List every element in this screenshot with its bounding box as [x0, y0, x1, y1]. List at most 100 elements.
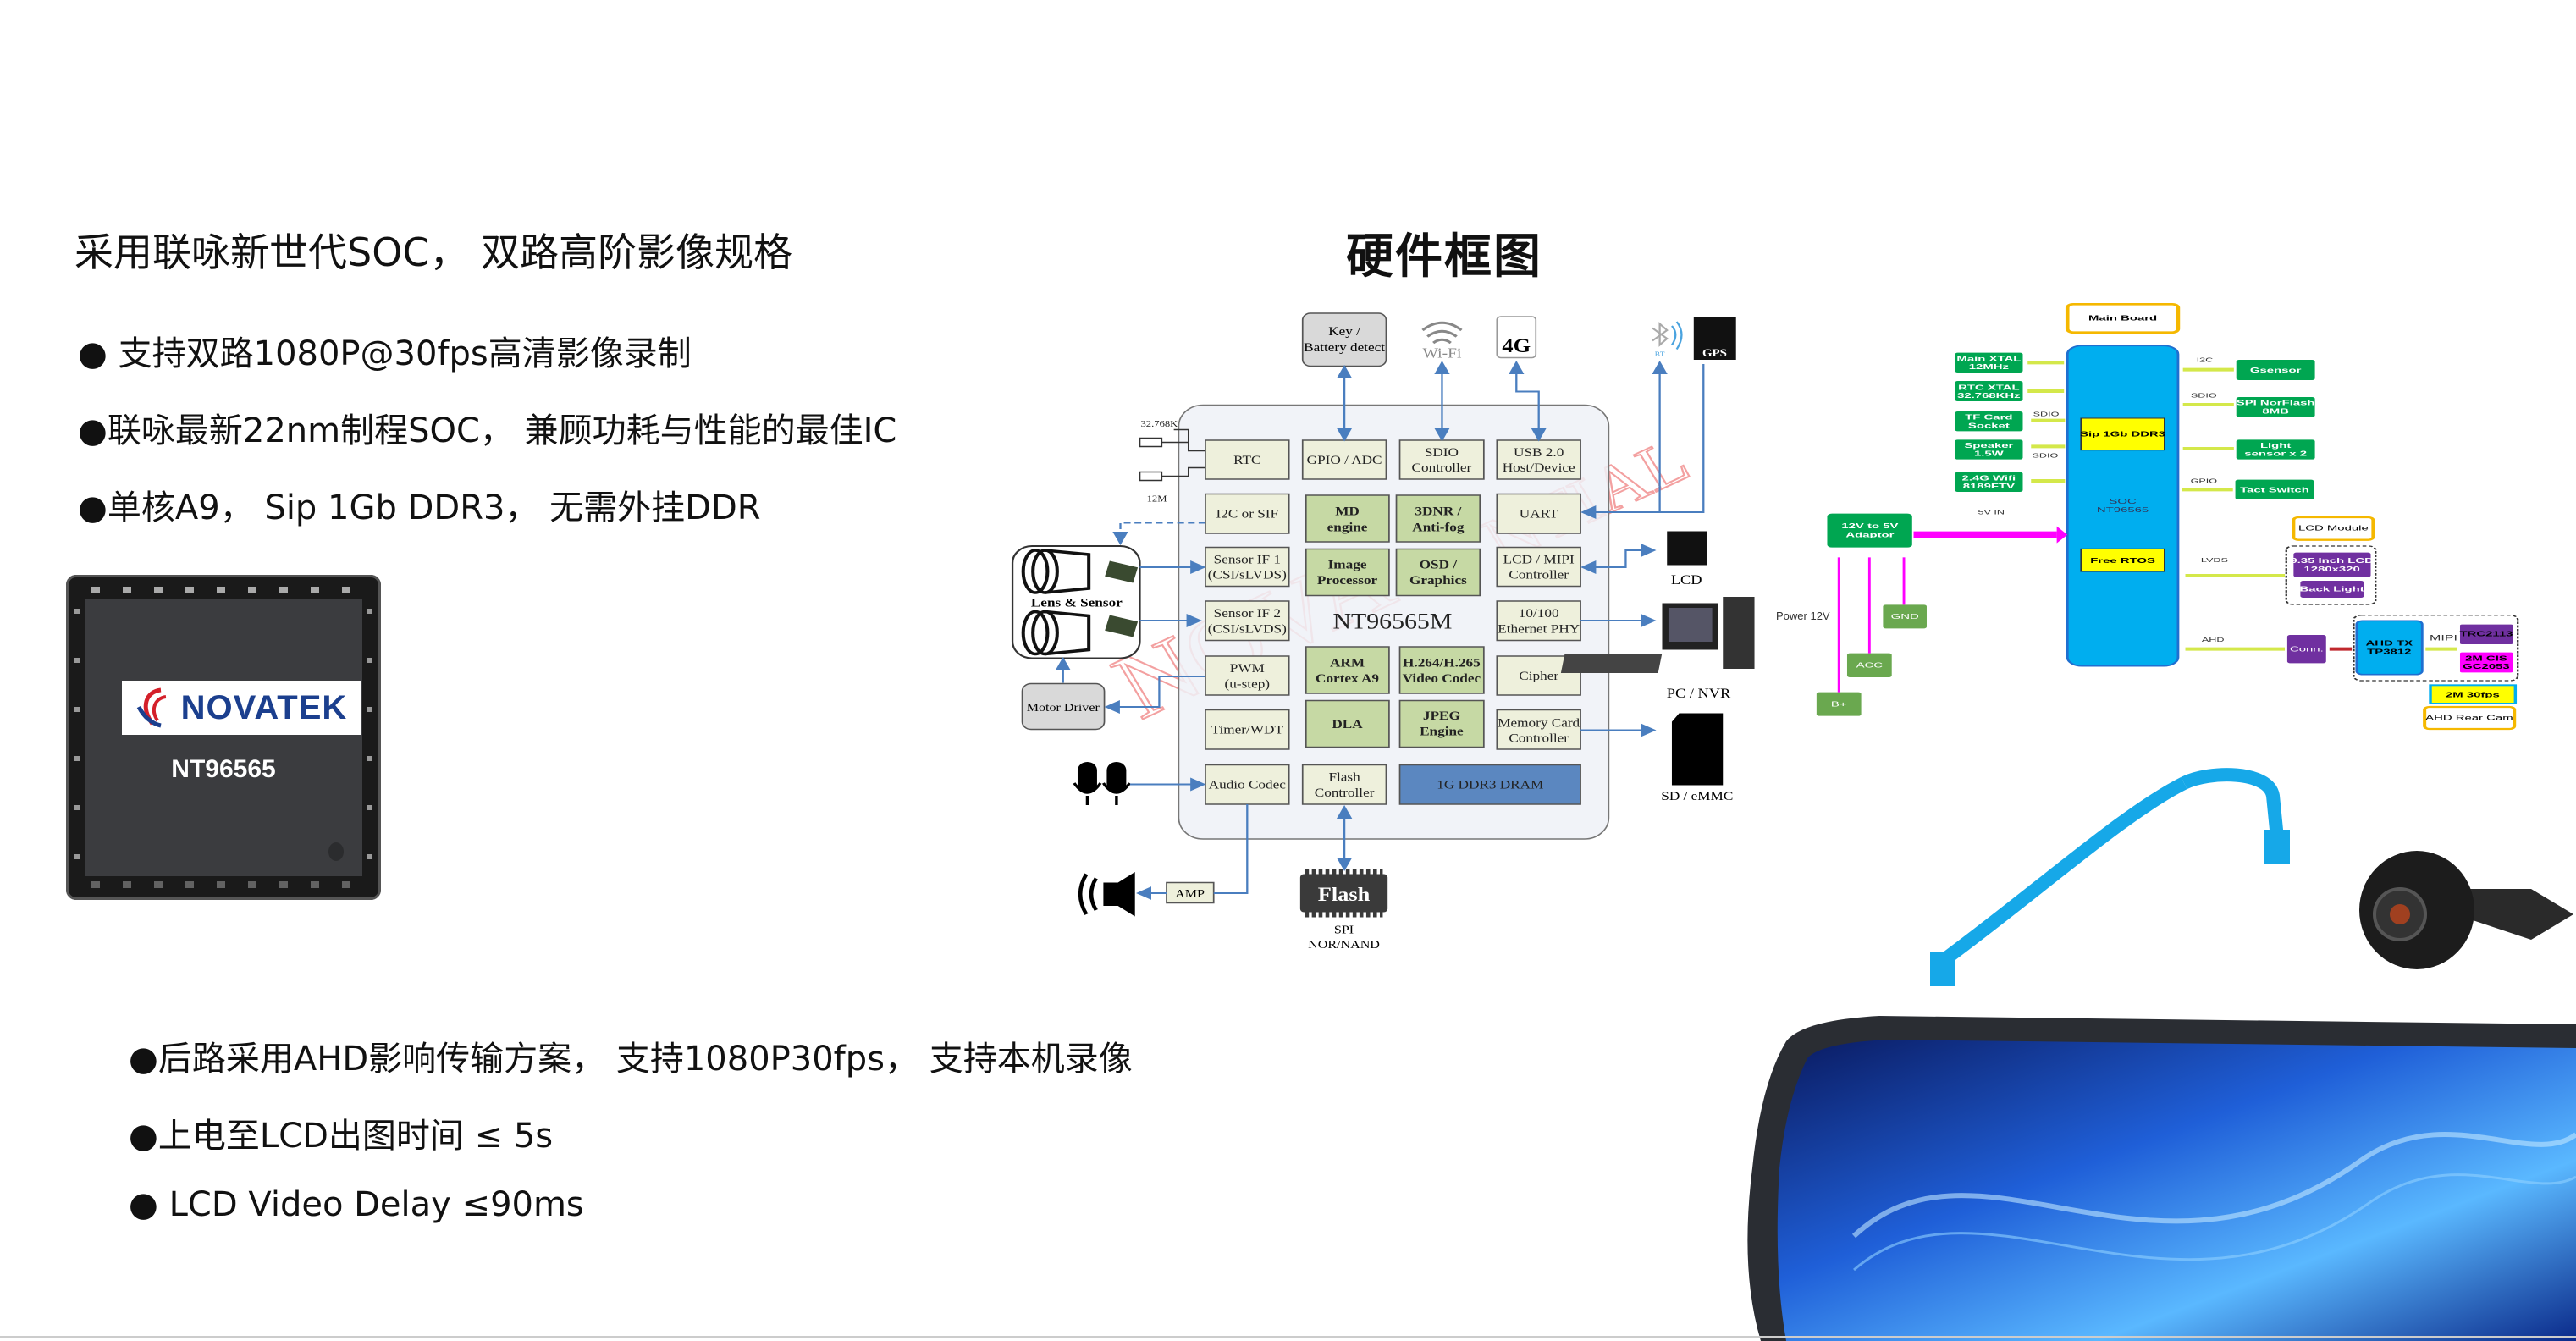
block-gpio-adc: GPIO / ADC [1301, 439, 1387, 480]
svg-text:GND: GND [1891, 612, 1919, 621]
chip-model: NT96565 [171, 755, 276, 783]
svg-text:RTC: RTC [1233, 454, 1260, 467]
svg-text:Cipher: Cipher [1519, 670, 1558, 683]
svg-text:UART: UART [1520, 507, 1558, 521]
svg-text:AHD Rear Cam: AHD Rear Cam [2425, 714, 2513, 722]
svg-text:12MHz: 12MHz [1969, 362, 2009, 371]
svg-text:LCD: LCD [1671, 572, 1702, 588]
chip-image: NOVATEK NT96565 [66, 575, 381, 900]
amp-box: AMP [1166, 881, 1215, 904]
svg-text:Graphics: Graphics [1409, 574, 1467, 588]
block-3dnr: 3DNR / Anti-fog [1395, 494, 1481, 543]
brand-name: NOVATEK [180, 688, 348, 726]
svg-text:B+: B+ [1831, 700, 1847, 709]
svg-text:Controller: Controller [1412, 461, 1472, 475]
ddr-block: Sip 1Gb DDR3 [2080, 417, 2165, 451]
tact-switch-box: Tact Switch [2235, 479, 2314, 499]
block-timer: Timer/WDT [1205, 709, 1290, 750]
acc-box: ACC [1846, 653, 1892, 677]
svg-text:TP3812: TP3812 [2367, 648, 2411, 656]
svg-text:H.264/H.265: H.264/H.265 [1403, 656, 1481, 670]
novatek-logo: NOVATEK [122, 681, 361, 735]
mirror-dashcam-photo [1747, 768, 2576, 1341]
key-battery-box: Key / Battery detect [1301, 312, 1387, 367]
svg-text:Timer/WDT: Timer/WDT [1211, 723, 1283, 737]
cable-connector [1930, 952, 1955, 986]
motor-driver-box: Motor Driver [1021, 682, 1106, 731]
svg-text:SOC: SOC [2109, 497, 2137, 505]
bus-label: SDIO [2033, 411, 2060, 418]
rear-cam-label: AHD Rear Cam [2423, 705, 2517, 731]
section-title: 采用联咏新世代SOC， 双路高阶影像规格 [74, 229, 793, 275]
svg-text:Socket: Socket [1968, 422, 2010, 430]
svg-text:GC2053: GC2053 [2463, 662, 2510, 670]
block-rtc: RTC [1205, 439, 1290, 480]
svg-text:Audio Codec: Audio Codec [1209, 778, 1286, 792]
gps-icon: GPS [1693, 317, 1736, 360]
conn-box: Conn. [2286, 635, 2326, 664]
block-uart: UART [1496, 493, 1581, 534]
svg-text:PWM: PWM [1230, 662, 1265, 676]
backlight-box: Back Light [2300, 581, 2364, 598]
sd-card-icon: SD / eMMC [1661, 713, 1733, 803]
svg-text:Lens & Sensor: Lens & Sensor [1031, 596, 1123, 610]
svg-text:2M CIS: 2M CIS [2465, 654, 2507, 663]
svg-text:Battery detect: Battery detect [1304, 341, 1386, 355]
svg-text:LCD / MIPI: LCD / MIPI [1503, 553, 1575, 566]
feature-bullet: ●联咏最新22nm制程SOC， 兼顾功耗与性能的最佳IC [78, 411, 897, 450]
svg-text:AHD TX: AHD TX [2366, 639, 2414, 648]
svg-text:Main XTAL: Main XTAL [1956, 355, 2022, 363]
svg-text:TF Card: TF Card [1965, 413, 2012, 422]
svg-text:Memory Card: Memory Card [1498, 716, 1580, 730]
svg-text:Main Board: Main Board [2088, 314, 2157, 323]
svg-text:USB 2.0: USB 2.0 [1514, 446, 1564, 460]
svg-text:1280x320: 1280x320 [2303, 565, 2360, 573]
gsensor-box: Gsensor [2236, 360, 2315, 380]
bus-label: I2C [2197, 357, 2214, 364]
svg-text:Flash: Flash [1318, 884, 1371, 905]
power-12v-label: Power 12V [1776, 610, 1830, 622]
svg-text:32.768K: 32.768K [1141, 418, 1178, 429]
rear-camera-icon [2359, 851, 2573, 969]
speaker-icon [1078, 872, 1135, 917]
feature-bullet: ●单核A9， Sip 1Gb DDR3， 无需外挂DDR [78, 488, 761, 527]
feature-bullet: ● 支持双路1080P@30fps高清影像录制 [78, 334, 692, 373]
block-dram: 1G DDR3 DRAM [1398, 764, 1581, 805]
svg-text:Engine: Engine [1420, 725, 1464, 738]
svg-text:3DNR /: 3DNR / [1415, 505, 1461, 518]
4g-icon: 4G [1496, 316, 1537, 359]
connection-arrows [1055, 361, 1705, 900]
block-pwm: PWM(u-step) [1205, 655, 1290, 696]
svg-text:RTC XTAL: RTC XTAL [1958, 384, 2020, 392]
svg-text:8MB: 8MB [2262, 407, 2289, 416]
bus-label: SDIO [2032, 453, 2058, 460]
diagram-title: 硬件框图 [1346, 229, 1542, 284]
svg-text:BT: BT [1655, 350, 1666, 358]
lcd-icon: LCD [1667, 531, 1707, 588]
pin1-marker [328, 842, 344, 861]
camera-cable [1939, 776, 2187, 967]
cable-connector [2264, 830, 2290, 864]
block-sensor-if-2: Sensor IF 2(CSI/sLVDS) [1205, 600, 1290, 642]
footer-divider [0, 1336, 2576, 1338]
svg-text:Anti-fog: Anti-fog [1412, 521, 1464, 534]
svg-text:Key /: Key / [1328, 325, 1360, 339]
svg-text:12M: 12M [1147, 493, 1167, 504]
gnd-box: GND [1883, 604, 1927, 629]
bluetooth-icon: BT [1652, 321, 1683, 358]
lens-sensor-box: Lens & Sensor [1011, 545, 1141, 659]
svg-text:GPIO / ADC: GPIO / ADC [1307, 454, 1382, 467]
